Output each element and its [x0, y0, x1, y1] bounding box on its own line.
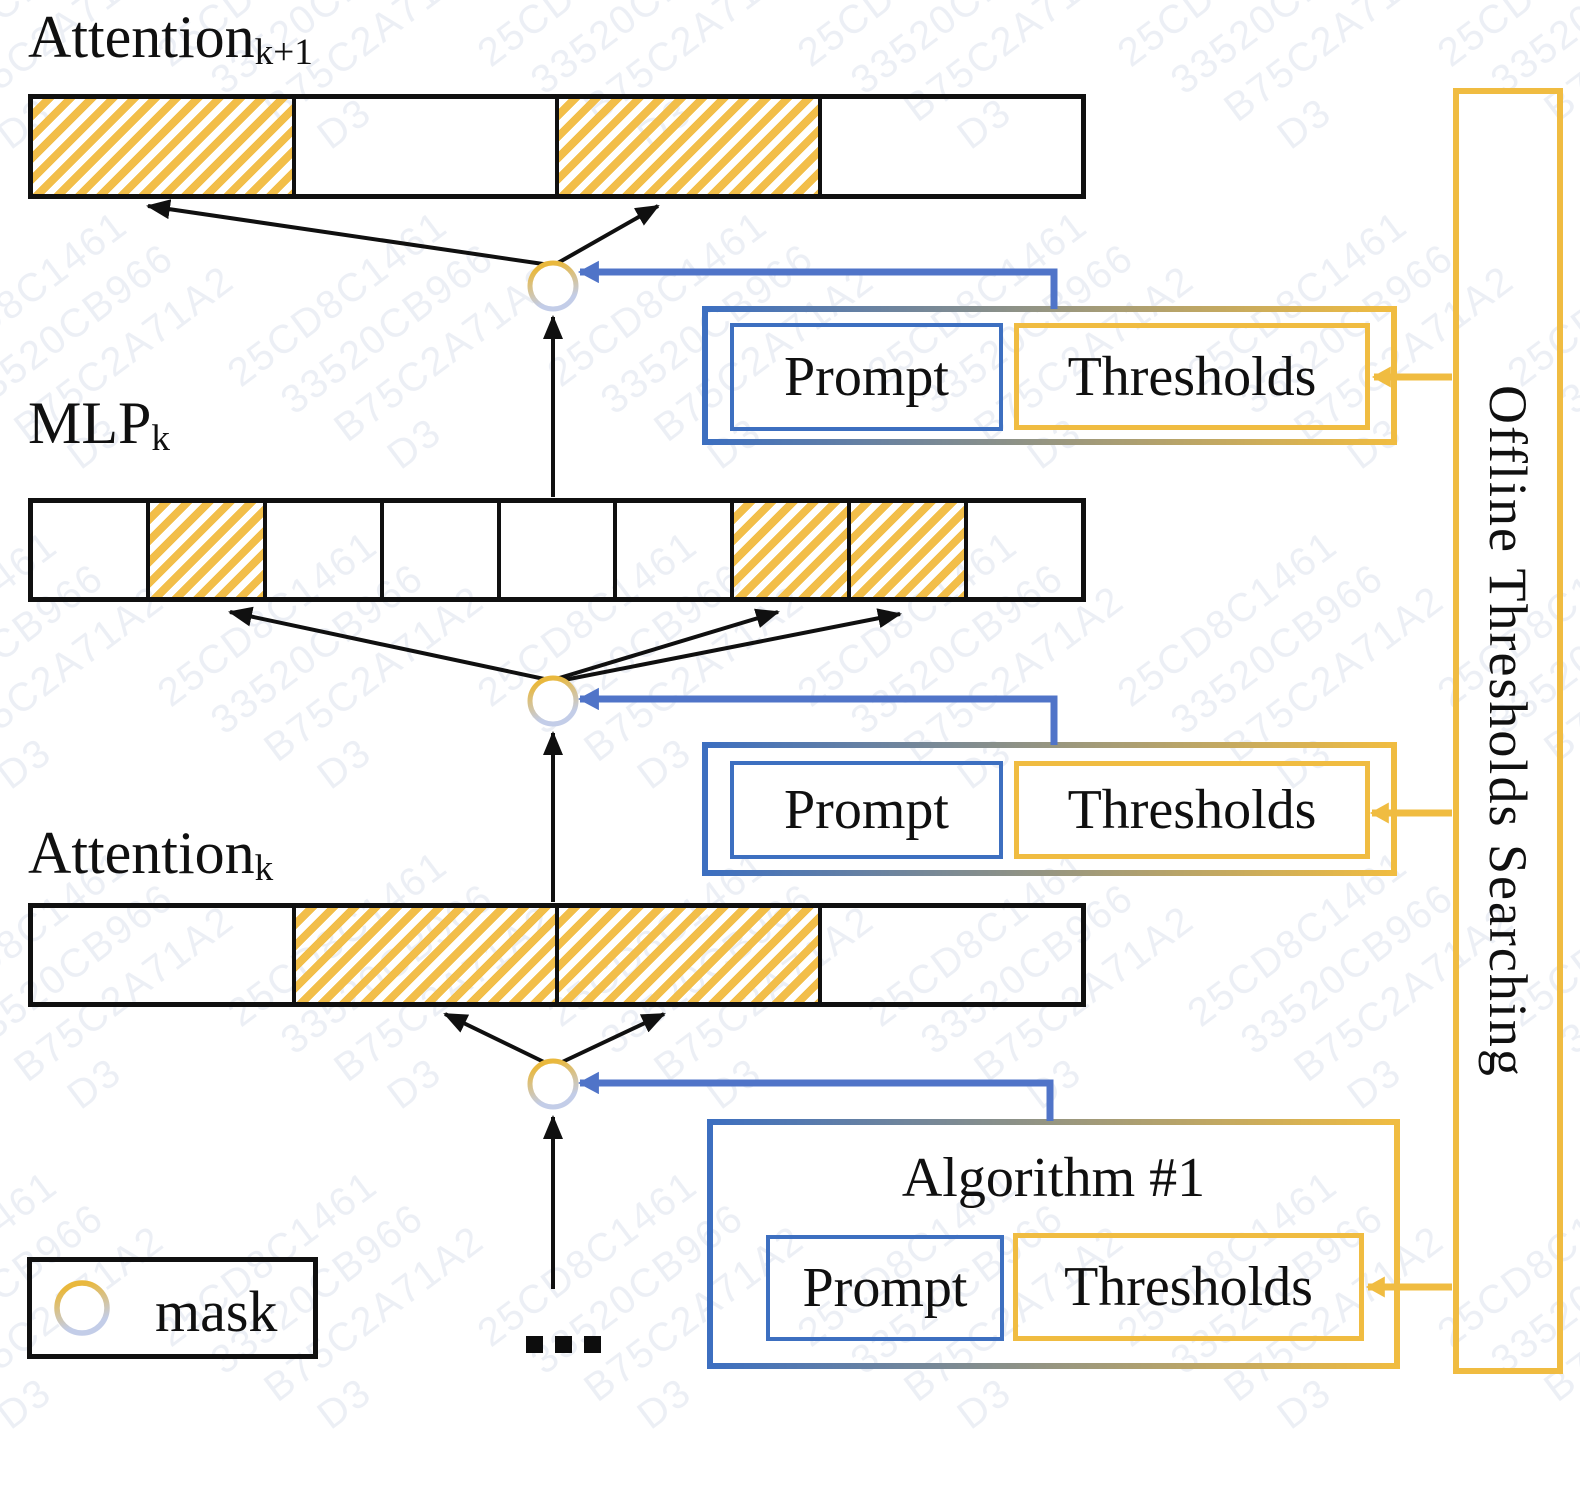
arrow-mask1-to-attn-next-right [555, 204, 660, 266]
algorithm1-thresholds-box: Thresholds [1013, 1233, 1364, 1341]
label-attention-k-base: Attention [28, 820, 255, 886]
watermark-token: D3 [309, 1369, 380, 1438]
bar-segment-hatch [33, 99, 296, 194]
arrow-mask3-to-attn-k-left [443, 1012, 549, 1066]
label-attention-k-plus-1-base: Attention [28, 4, 255, 70]
mlp-k-bar [28, 498, 1086, 602]
mask-circle-2 [527, 675, 579, 727]
algorithm1-title: Algorithm #1 [707, 1146, 1400, 1210]
label-mlp-k-sub: k [151, 417, 170, 459]
bar-segment-hatch [851, 503, 969, 597]
bar-segment-hatch [149, 503, 267, 597]
bar-segment-plain [384, 503, 501, 597]
bar-segment-plain [822, 908, 1081, 1002]
watermark-token: 25CD8C1461 [787, 0, 1071, 79]
bar-segment-hatch [559, 99, 822, 194]
watermark-token: B75C2A71A2 [326, 257, 563, 451]
group2-thresholds-box: Thresholds [1014, 761, 1370, 859]
mask-circle-1 [527, 260, 579, 312]
bar-segment-plain [968, 503, 1081, 597]
watermark-token: 33520CB966 [842, 0, 1072, 103]
arrow-mask2-to-mlp-left [228, 606, 550, 682]
label-attention-k-sub: k [254, 847, 274, 889]
continuation-ellipsis [526, 1336, 601, 1353]
watermark-token: B75C2A71A2 [1216, 0, 1453, 131]
ellipsis-dot [526, 1336, 543, 1353]
watermark-token: 25CD8C1461 [1107, 0, 1391, 79]
offline-thresholds-searching-label: Offline Thresholds Searching [1478, 384, 1538, 1078]
group1-prompt-label: Prompt [784, 346, 949, 408]
algorithm1-thresholds-label: Thresholds [1064, 1256, 1313, 1318]
group2-prompt-box: Prompt [730, 761, 1003, 859]
connector-group3-to-mask3 [577, 1071, 1054, 1121]
watermark-token: 33520CB966 [522, 0, 752, 103]
group1-container [702, 306, 1397, 445]
watermark-token: D3 [0, 729, 60, 798]
watermark-token: 25CD8C1461 [0, 202, 136, 396]
connector-group1-to-mask1 [577, 260, 1058, 309]
watermark-token: D3 [309, 729, 380, 798]
bar-segment-plain [33, 908, 296, 1002]
arrow-mask1-to-attn-next-left [146, 199, 551, 267]
label-mlp-k-base: MLP [28, 390, 152, 456]
arrow-mask3-to-attn-k-right [557, 1012, 666, 1066]
bar-segment-plain [822, 99, 1081, 194]
ellipsis-dot [555, 1336, 572, 1353]
watermark-token: 25CD8C1461 [1109, 522, 1346, 716]
bar-segment-hatch [734, 503, 852, 597]
algorithm1-prompt-box: Prompt [766, 1235, 1004, 1341]
bar-segment-plain [296, 99, 559, 194]
watermark-token: 33520CB966 [1162, 0, 1392, 103]
bar-segment-plain [501, 503, 618, 597]
group2-thresholds-label: Thresholds [1067, 779, 1317, 841]
bar-segment-hatch [559, 908, 822, 1002]
algorithm1-container [707, 1119, 1400, 1369]
group1-prompt-box: Prompt [730, 323, 1003, 431]
arrow-mask2-to-mlp-right [558, 608, 902, 683]
attention-k-plus-1-bar [28, 94, 1086, 199]
watermark-token: 25CD8C1461 [1427, 0, 1580, 79]
connector-group2-to-mask2 [577, 687, 1058, 745]
watermark-token: D3 [379, 409, 450, 478]
bar-segment-plain [617, 503, 735, 597]
bar-segment-plain [267, 503, 384, 597]
algorithm1-title-text: Algorithm #1 [901, 1147, 1206, 1209]
watermark-token: B75C2A71A2 [256, 577, 493, 771]
legend-mask-label: mask [155, 1278, 277, 1345]
offline-thresholds-searching-box: Offline Thresholds Searching [1453, 88, 1563, 1374]
bar-segment-hatch [296, 908, 559, 1002]
label-mlp-k: MLPk [28, 390, 170, 465]
group1-thresholds-label: Thresholds [1067, 345, 1317, 408]
legend-mask-text: mask [155, 1279, 278, 1344]
group1-thresholds-box: Thresholds [1014, 323, 1370, 430]
label-attention-k-plus-1: Attentionk+1 [28, 4, 313, 79]
watermark-token: 25CD8C1461 [219, 202, 456, 396]
watermark-token: B75C2A71A2 [0, 577, 173, 771]
watermark-token: 25CD8C1461 [467, 0, 751, 79]
legend-box [27, 1257, 318, 1359]
ellipsis-dot [584, 1336, 601, 1353]
watermark-token: 33520CB966 [1162, 555, 1392, 743]
bar-segment-plain [33, 503, 150, 597]
attention-k-bar [28, 903, 1086, 1007]
mask-circle-3 [527, 1058, 579, 1110]
algorithm1-prompt-label: Prompt [802, 1257, 968, 1319]
group2-prompt-label: Prompt [784, 779, 949, 841]
arrow-mask2-to-mlp-mid [555, 608, 780, 681]
label-attention-k-plus-1-sub: k+1 [254, 31, 313, 73]
watermark-token: 33520CB966 [272, 235, 502, 423]
label-attention-k: Attentionk [28, 820, 273, 895]
